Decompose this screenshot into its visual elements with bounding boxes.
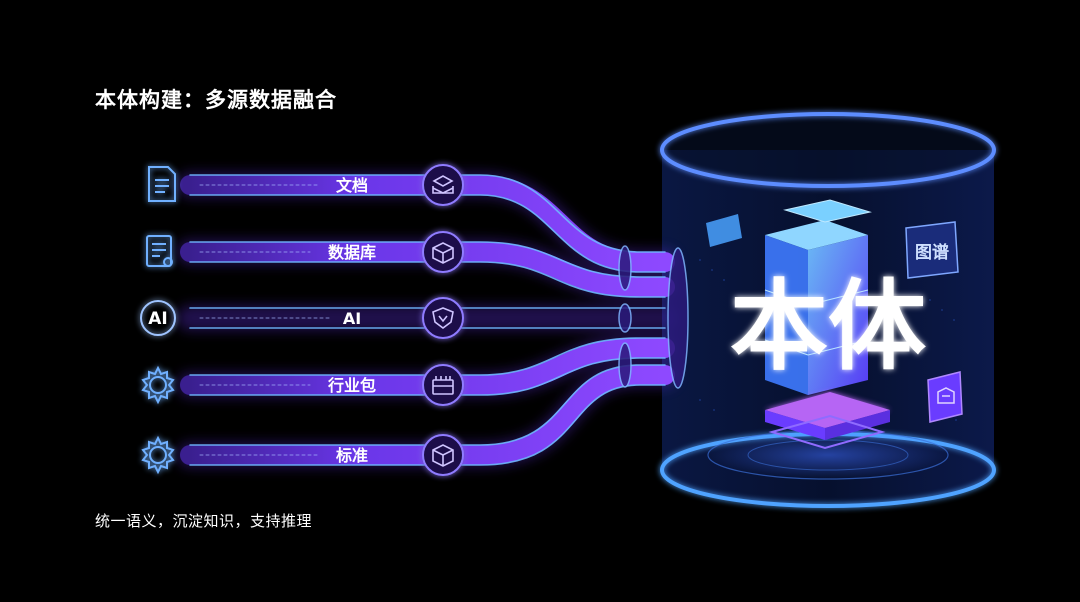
cube-icon: [432, 444, 454, 467]
box-package-icon: [432, 242, 454, 264]
gear-icon: [141, 435, 175, 475]
ai-badge-text: AI: [148, 309, 167, 329]
source-label-docs: 文档: [336, 176, 368, 195]
gear-icon: [141, 365, 175, 405]
database-list-icon: [146, 235, 173, 267]
core-label: 本体: [730, 270, 926, 384]
building-tile: [927, 371, 963, 423]
source-label-standard: 标准: [335, 446, 368, 465]
pipes: [177, 172, 689, 468]
node-circles: [422, 164, 464, 476]
graph-tile-label: 图谱: [915, 242, 949, 263]
source-label-database: 数据库: [328, 243, 376, 262]
graph-tile: [905, 221, 959, 279]
core-tower: [764, 199, 872, 395]
building-icon: [937, 387, 955, 404]
source-label-industry-pack: 行业包: [327, 376, 376, 395]
drawer-icon: [432, 376, 454, 395]
core-platform: [765, 392, 890, 450]
source-label-ai: AI: [343, 309, 361, 328]
inbox-tray-icon: [432, 175, 454, 194]
caption-text: 统一语义，沉淀知识，支持推理: [95, 512, 313, 530]
floating-tile: [706, 214, 742, 247]
shield-heart-icon: [432, 307, 454, 329]
ai-badge-icon: AI: [140, 300, 176, 336]
document-icon: [148, 166, 176, 202]
page-title: 本体构建：多源数据融合: [95, 88, 337, 112]
